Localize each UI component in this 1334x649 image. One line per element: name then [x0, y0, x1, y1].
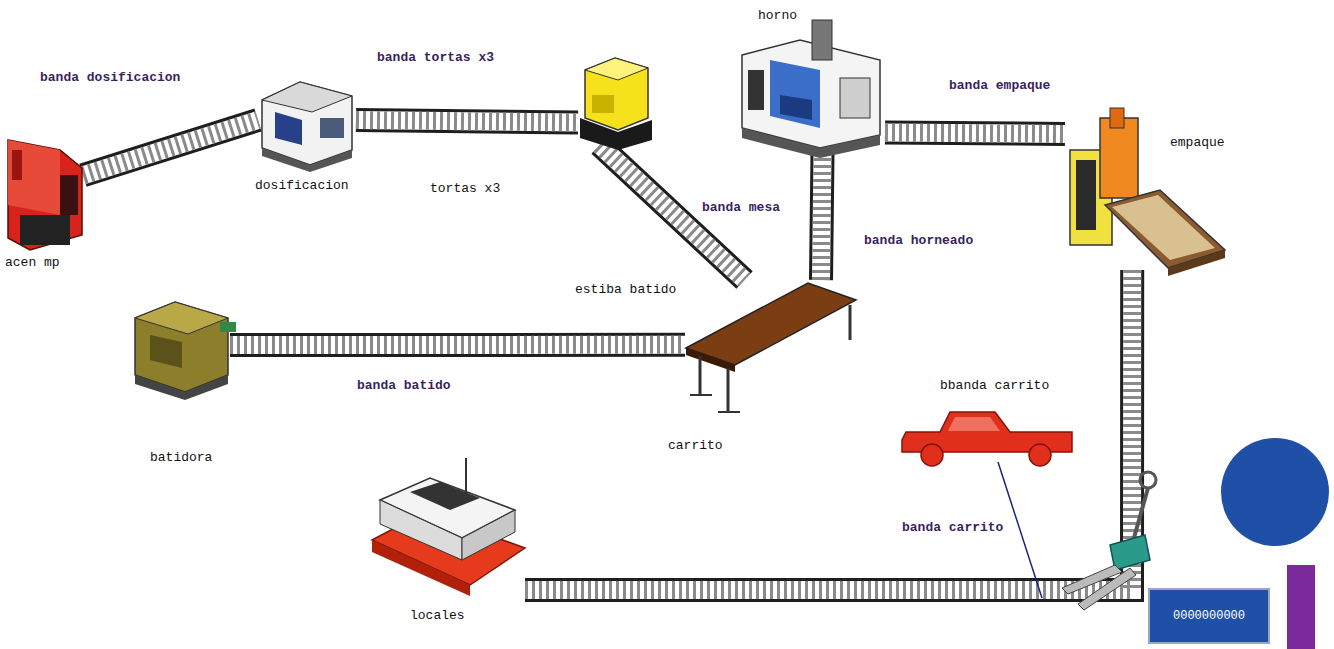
pickup-truck — [902, 412, 1072, 466]
belt-label: banda empaque — [947, 78, 1052, 93]
belt-label: banda tortas x3 — [375, 50, 496, 65]
machine-label: dosificacion — [255, 178, 349, 193]
machine-label: estiba batido — [575, 282, 676, 297]
counter-value: 0000000000 — [1173, 609, 1245, 623]
dosing-node: dosificacion — [258, 80, 356, 160]
machine-label: carrito — [668, 438, 723, 453]
machine-label: locales — [410, 608, 465, 623]
belt-label: banda dosificacion — [38, 70, 182, 85]
conveyor-belt — [525, 270, 1132, 590]
conveyor-belt — [885, 133, 1065, 135]
store-node: locales — [370, 470, 525, 595]
belt-label: banda carrito — [900, 520, 1005, 535]
conveyor-belt — [83, 120, 258, 175]
counter-box: 0000000000 — [1148, 588, 1270, 644]
table-cart — [686, 283, 856, 412]
machine-label: horno — [758, 8, 797, 23]
mixer-machine — [135, 302, 236, 400]
pallet-jack — [1062, 472, 1156, 610]
belt-label: banda mesa — [700, 200, 782, 215]
store-unit — [372, 458, 525, 596]
conveyor-belt — [821, 145, 823, 280]
cake-node: tortas x3 — [578, 55, 650, 145]
conveyor-belt — [356, 120, 578, 123]
packing-node: empaque — [1065, 110, 1225, 270]
purple-bar — [1287, 565, 1315, 649]
conveyor-belt — [230, 344, 685, 345]
belt-label: banda batido — [355, 378, 453, 393]
truck-node: bbanda carrito — [900, 410, 1075, 470]
mixer-node: batidora — [130, 300, 230, 400]
storage-machine — [8, 140, 82, 250]
cake-machine — [580, 58, 652, 150]
machine-label: bbanda carrito — [940, 378, 1049, 393]
dosing-machine — [262, 82, 352, 172]
oven-node: horno — [740, 20, 885, 145]
machine-label: empaque — [1170, 135, 1225, 150]
storage-node: acen mp — [8, 135, 83, 250]
table-node: estiba batidocarrito — [685, 280, 855, 415]
machine-label: tortas x3 — [430, 181, 500, 196]
machine-label: batidora — [150, 450, 212, 465]
oven-machine — [742, 20, 880, 158]
machine-label: acen mp — [5, 255, 60, 270]
blue-disc — [1221, 438, 1329, 546]
belt-label: banda horneado — [862, 233, 975, 248]
packing-machine — [1070, 108, 1225, 276]
